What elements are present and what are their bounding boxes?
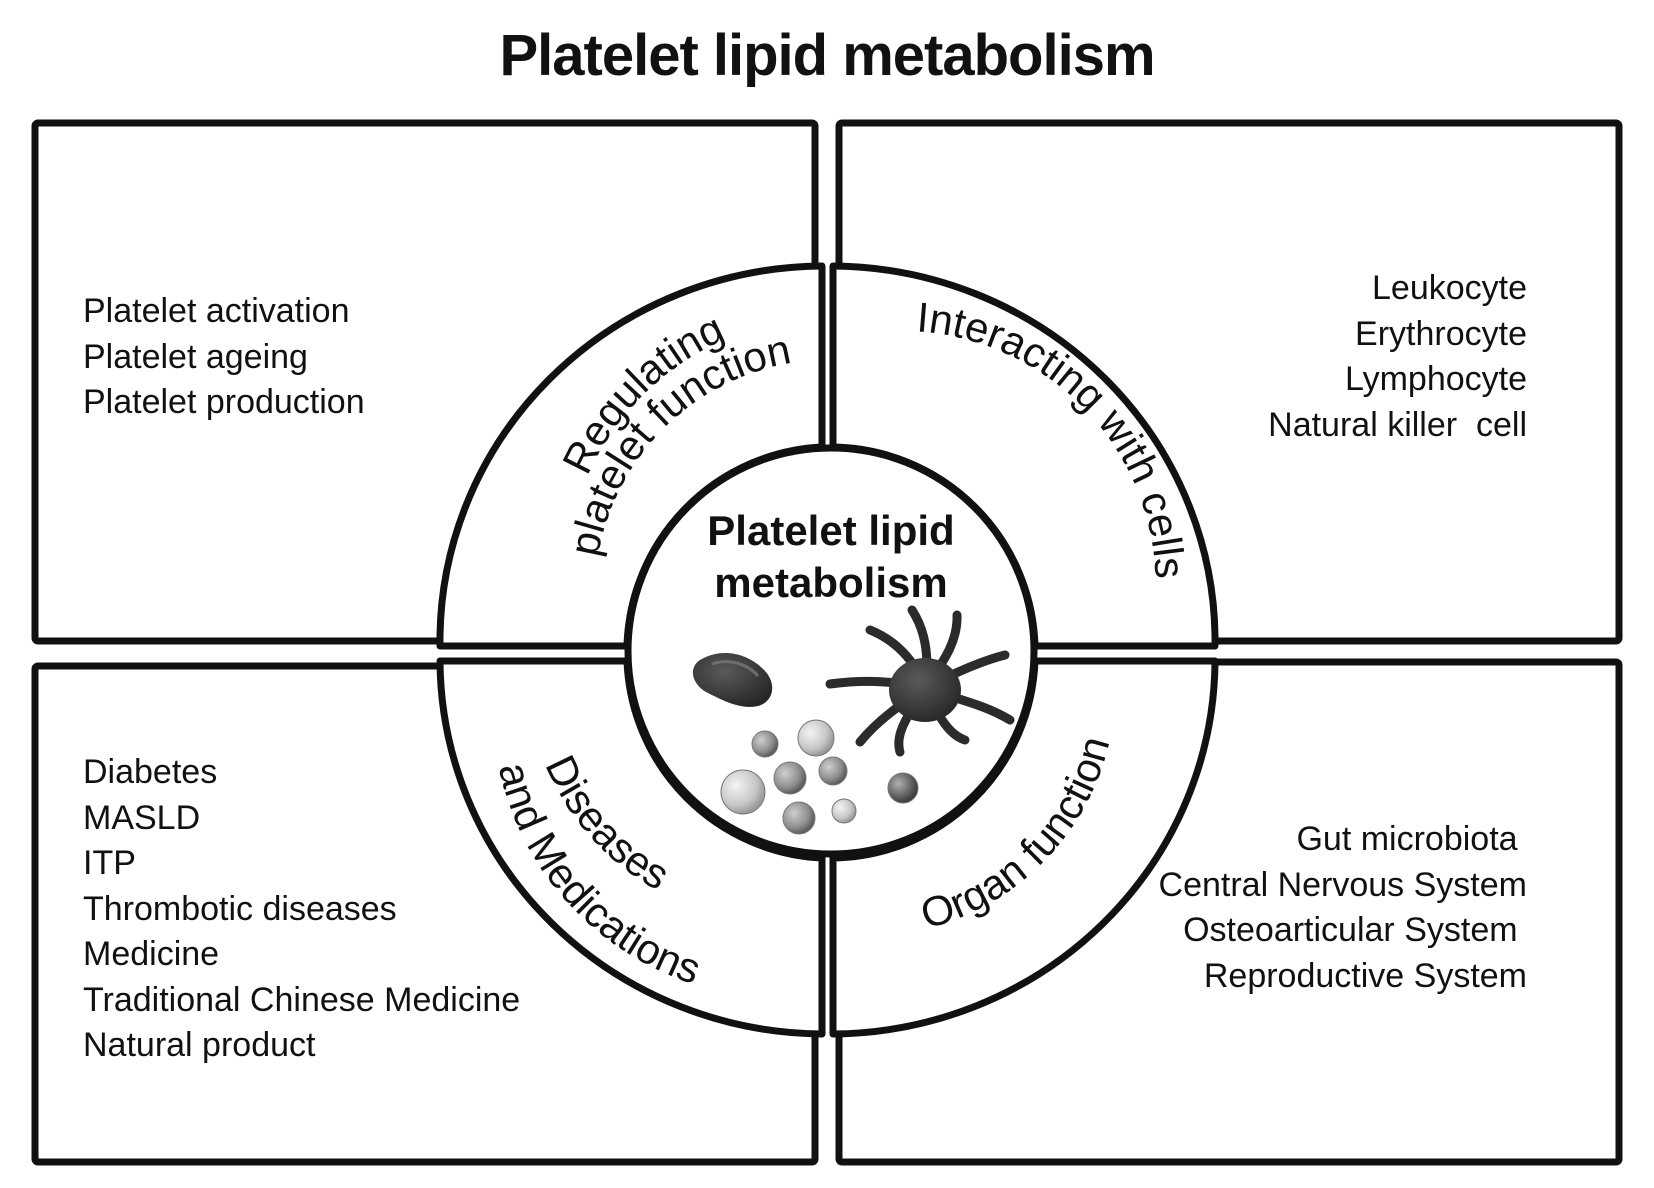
list-item: Lymphocyte [1344, 360, 1527, 398]
list-bottom-left: Diabetes MASLD ITP Thrombotic diseases M… [83, 750, 520, 1069]
ring [436, 262, 1219, 1038]
list-item: Platelet production [83, 383, 365, 421]
list-item: Platelet activation [83, 292, 350, 330]
list-item: Erythrocyte [1355, 314, 1527, 353]
list-item: Medicine [83, 935, 220, 973]
list-item: Reproductive System [1203, 956, 1527, 995]
center-title: Platelet lipid metabolism [707, 507, 954, 606]
center-circle [624, 444, 1038, 858]
list-item: Diabetes [83, 753, 218, 791]
lipid-droplet [773, 761, 807, 795]
lipid-droplet [831, 798, 857, 824]
list-item: Natural product [83, 1026, 316, 1064]
list-item: Traditional Chinese Medicine [83, 980, 521, 1019]
list-item: Leukocyte [1372, 269, 1527, 307]
list-item: Thrombotic diseases [83, 889, 397, 928]
list-item: ITP [83, 844, 136, 882]
list-item: Central Nervous System [1158, 865, 1527, 904]
lipid-droplet [887, 772, 919, 804]
page-title: Platelet lipid metabolism [499, 23, 1155, 88]
center-title-line-2: metabolism [714, 559, 947, 606]
lipid-droplet [751, 730, 779, 758]
dendritic-cell-icon [825, 605, 1015, 757]
list-top-left: Platelet activation Platelet ageing Plat… [83, 289, 365, 426]
list-top-right: Leukocyte Erythrocyte Lymphocyte Natural… [1268, 266, 1527, 448]
lipid-droplet [797, 719, 835, 757]
list-item: Natural killer cell [1268, 405, 1527, 444]
list-item: MASLD [83, 798, 201, 837]
lipid-droplets-icon [720, 719, 919, 835]
center-title-line-1: Platelet lipid [707, 507, 954, 554]
list-bottom-right: Gut microbiota Central Nervous System Os… [1159, 817, 1527, 999]
lipid-droplet [818, 756, 848, 786]
list-item: Platelet ageing [83, 337, 308, 376]
red-blood-cell-icon [692, 653, 773, 707]
list-item: Osteoarticular System [1183, 911, 1527, 949]
list-item: Gut microbiota [1296, 820, 1527, 858]
lipid-droplet [720, 769, 766, 815]
lipid-droplet [782, 801, 816, 835]
